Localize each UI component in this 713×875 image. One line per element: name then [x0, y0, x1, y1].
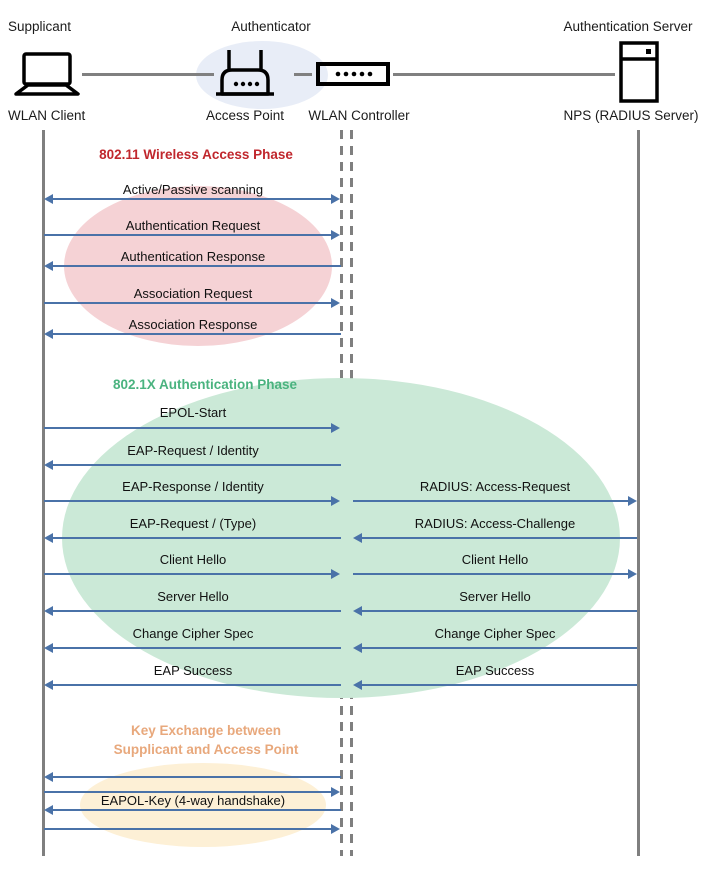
message-label: EAP Success: [153, 663, 233, 678]
arrowhead-right-icon: [331, 423, 340, 433]
actor-device-nps-radius-server: NPS (RADIUS Server): [563, 108, 699, 123]
message-label: EAP-Request / Identity: [127, 443, 259, 458]
message-label: RADIUS: Access-Challenge: [414, 516, 576, 531]
message-label: Server Hello: [459, 589, 531, 604]
message-line: [49, 333, 341, 335]
message-line: [44, 427, 338, 429]
message-line: [49, 464, 341, 466]
network-switch-icon: [316, 62, 390, 86]
arrowhead-left-icon: [44, 680, 53, 690]
arrowhead-right-icon: [331, 824, 340, 834]
link-ap-to-controller: [294, 73, 312, 76]
message-line: [44, 302, 338, 304]
arrowhead-right-icon: [331, 230, 340, 240]
arrowhead-left-icon: [44, 460, 53, 470]
message-line: [49, 265, 341, 267]
message-label: Client Hello: [159, 552, 227, 567]
arrowhead-right-icon: [331, 194, 340, 204]
arrowhead-left-icon: [44, 261, 53, 271]
arrowhead-right-icon: [628, 496, 637, 506]
arrowhead-left-icon: [44, 772, 53, 782]
phase-key-exchange-title-line1: Key Exchange between: [130, 723, 282, 738]
server-rack-icon: [619, 41, 659, 103]
message-line: [358, 647, 637, 649]
arrowhead-left-icon: [44, 194, 53, 204]
arrowhead-left-icon: [353, 643, 362, 653]
message-line: [44, 573, 338, 575]
message-label: Authentication Response: [120, 249, 266, 264]
actor-role-auth-server: Authentication Server: [563, 19, 693, 34]
message-label: EAP-Request / (Type): [129, 516, 257, 531]
message-label: EAPOL-Key (4-way handshake): [100, 793, 286, 808]
arrowhead-right-icon: [331, 496, 340, 506]
link-client-to-ap: [82, 73, 214, 76]
message-line: [49, 647, 341, 649]
message-label: Change Cipher Spec: [434, 626, 556, 641]
message-label: Server Hello: [157, 589, 229, 604]
message-line: [44, 234, 338, 236]
message-line: [49, 610, 341, 612]
message-line: [49, 198, 338, 200]
arrowhead-right-icon: [628, 569, 637, 579]
actor-device-wlan-controller: WLAN Controller: [308, 108, 410, 123]
message-label: Association Response: [128, 317, 258, 332]
message-label: RADIUS: Access-Request: [419, 479, 571, 494]
arrowhead-left-icon: [44, 606, 53, 616]
arrowhead-left-icon: [44, 643, 53, 653]
message-line: [49, 684, 341, 686]
arrowhead-left-icon: [44, 329, 53, 339]
phase-key-exchange-title-line2: Supplicant and Access Point: [113, 742, 299, 757]
message-label: EAP-Response / Identity: [122, 479, 264, 494]
arrowhead-right-icon: [331, 569, 340, 579]
arrowhead-left-icon: [44, 805, 53, 815]
message-label: EAP Success: [455, 663, 535, 678]
phase-8021x-title: 802.1X Authentication Phase: [112, 377, 298, 392]
lifeline-auth-server: [637, 130, 640, 856]
wireless-router-icon: [214, 48, 276, 100]
message-line: [358, 537, 637, 539]
message-line: [358, 684, 637, 686]
message-label: EPOL-Start: [159, 405, 227, 420]
message-line: [358, 610, 637, 612]
lifeline-supplicant: [42, 130, 45, 856]
message-label: Client Hello: [461, 552, 529, 567]
actor-role-authenticator: Authenticator: [231, 19, 311, 34]
message-label: Active/Passive scanning: [122, 182, 264, 197]
link-controller-to-server: [393, 73, 615, 76]
message-line: [353, 573, 630, 575]
arrowhead-left-icon: [353, 680, 362, 690]
message-line: [49, 809, 341, 811]
actor-role-supplicant: Supplicant: [8, 19, 72, 34]
message-line: [44, 828, 338, 830]
arrowhead-left-icon: [353, 533, 362, 543]
message-line: [49, 776, 341, 778]
laptop-icon: [14, 52, 80, 98]
arrowhead-left-icon: [353, 606, 362, 616]
message-line: [49, 537, 341, 539]
arrowhead-right-icon: [331, 787, 340, 797]
actor-device-wlan-client: WLAN Client: [8, 108, 86, 123]
arrowhead-left-icon: [44, 533, 53, 543]
message-label: Change Cipher Spec: [132, 626, 254, 641]
message-label: Association Request: [133, 286, 253, 301]
arrowhead-right-icon: [331, 298, 340, 308]
phase-80211-title: 802.11 Wireless Access Phase: [99, 147, 293, 162]
message-line: [353, 500, 630, 502]
message-label: Authentication Request: [125, 218, 261, 233]
actor-device-access-point: Access Point: [205, 108, 285, 123]
message-line: [44, 791, 338, 793]
message-line: [44, 500, 338, 502]
